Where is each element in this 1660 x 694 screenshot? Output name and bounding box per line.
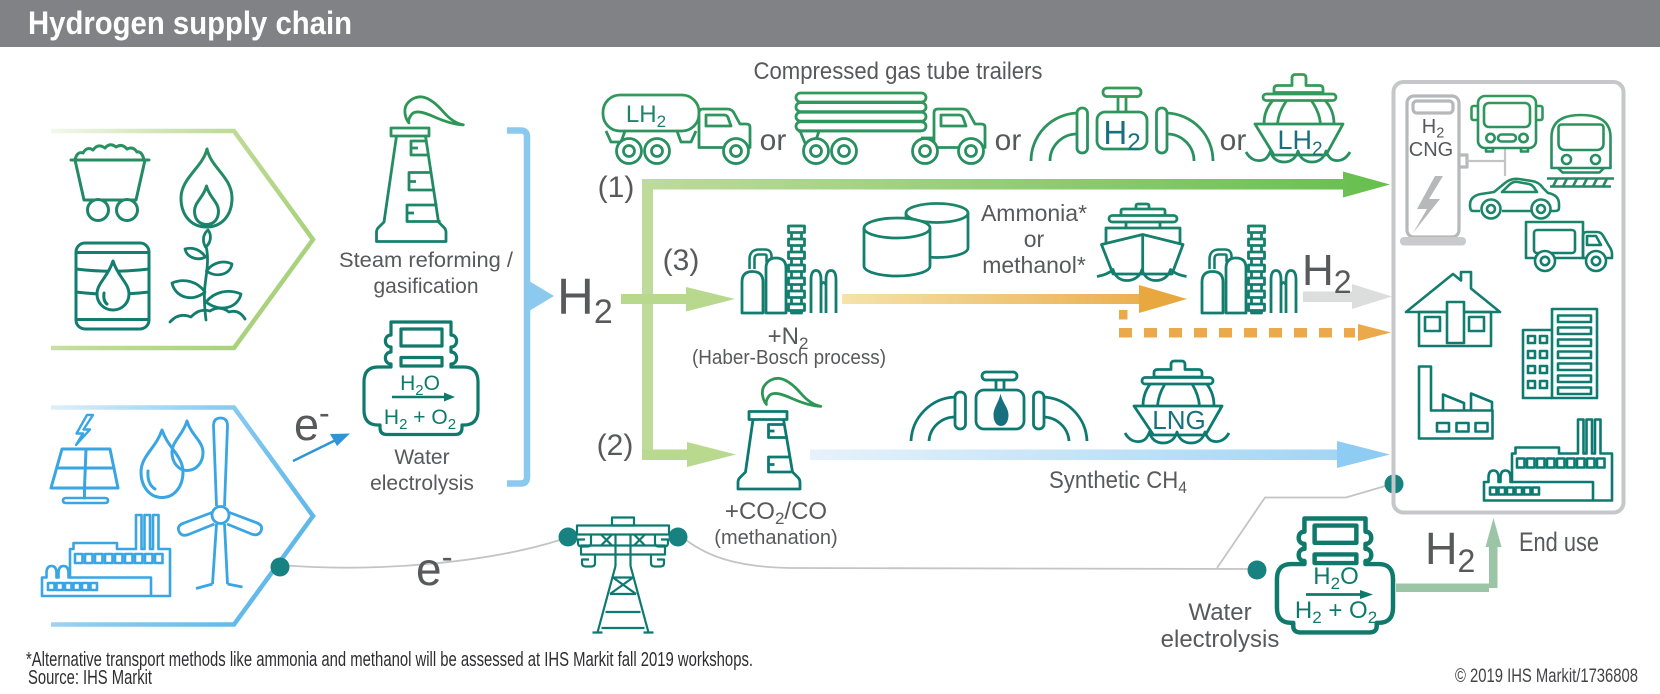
svg-text:LH2: LH2 [626, 101, 666, 131]
svg-text:or: or [760, 124, 787, 157]
svg-text:(3): (3) [663, 244, 700, 277]
svg-text:H2: H2 [557, 268, 613, 331]
svg-text:LNG: LNG [1152, 405, 1205, 435]
svg-text:electrolysis: electrolysis [370, 472, 474, 495]
svg-text:+CO2/CO: +CO2/CO [725, 498, 827, 528]
svg-text:© 2019 IHS Markit/1736808: © 2019 IHS Markit/1736808 [1455, 666, 1638, 687]
svg-text:or: or [995, 124, 1022, 157]
svg-text:H2 + O2: H2 + O2 [1295, 597, 1377, 627]
svg-text:Water: Water [1188, 599, 1251, 626]
svg-text:Compressed gas tube trailers: Compressed gas tube trailers [754, 58, 1043, 85]
svg-text:H2 + O2: H2 + O2 [384, 406, 456, 433]
svg-text:H2: H2 [1302, 246, 1352, 300]
svg-text:gasification: gasification [373, 275, 478, 298]
svg-text:e-: e- [294, 395, 330, 450]
svg-text:End use: End use [1519, 527, 1599, 557]
svg-text:e-: e- [416, 538, 453, 595]
svg-text:Synthetic CH4: Synthetic CH4 [1049, 467, 1187, 497]
svg-text:Steam reforming /: Steam reforming / [339, 249, 513, 272]
svg-text:or: or [1220, 124, 1247, 157]
svg-text:(Haber-Bosch process): (Haber-Bosch process) [692, 347, 886, 369]
svg-text:methanol*: methanol* [982, 252, 1086, 278]
svg-text:electrolysis: electrolysis [1161, 626, 1280, 653]
svg-text:H2: H2 [1422, 116, 1445, 142]
svg-text:Water: Water [394, 446, 449, 469]
svg-text:Hydrogen supply chain: Hydrogen supply chain [28, 5, 352, 41]
svg-text:Source: IHS Markit: Source: IHS Markit [28, 667, 152, 689]
svg-text:(methanation): (methanation) [714, 527, 837, 549]
svg-text:or: or [1024, 226, 1045, 252]
svg-text:H2O: H2O [1313, 563, 1358, 593]
svg-text:*Alternative transport methods: *Alternative transport methods like ammo… [26, 649, 753, 671]
svg-text:CNG: CNG [1409, 139, 1453, 161]
svg-text:H2O: H2O [400, 372, 440, 399]
svg-text:H2: H2 [1425, 523, 1475, 579]
svg-text:Ammonia*: Ammonia* [981, 200, 1087, 226]
svg-text:(1): (1) [598, 171, 635, 204]
svg-text:(2): (2) [597, 429, 634, 462]
